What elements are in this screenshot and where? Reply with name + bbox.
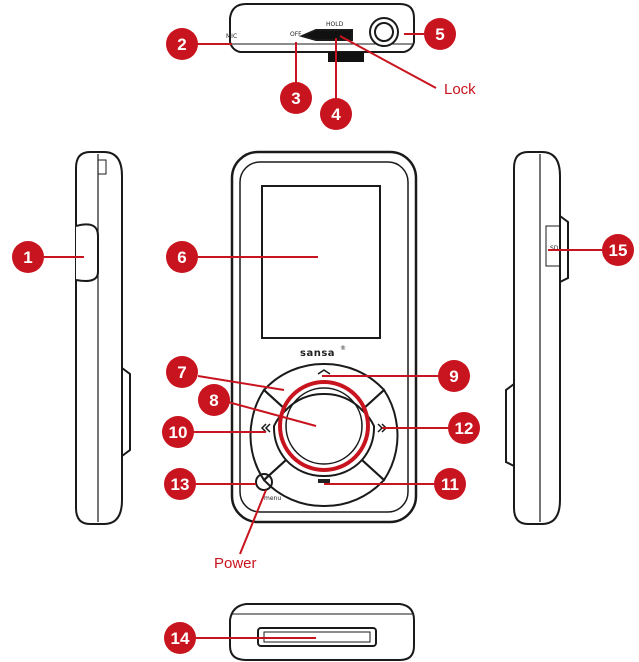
svg-text:3: 3 (291, 89, 300, 108)
menu-button (255, 473, 273, 491)
card-slot-label: SD (550, 245, 559, 252)
brand-mark: ® (340, 345, 346, 352)
marker-7: 7 (166, 356, 198, 388)
svg-text:10: 10 (169, 423, 188, 442)
marker-5: 5 (424, 18, 456, 50)
front-view (230, 150, 418, 524)
marker-8: 8 (198, 384, 230, 416)
right-side-view (505, 151, 569, 525)
svg-text:9: 9 (449, 367, 458, 386)
left-side-view (75, 151, 131, 525)
marker-4: 4 (320, 98, 352, 130)
svg-text:14: 14 (171, 629, 190, 648)
svg-text:8: 8 (209, 391, 218, 410)
mic-label: MIC (226, 33, 237, 40)
marker-3: 3 (280, 82, 312, 114)
svg-text:5: 5 (435, 25, 444, 44)
marker-2: 2 (166, 28, 198, 60)
svg-text:11: 11 (441, 475, 459, 494)
svg-text:12: 12 (455, 419, 474, 438)
leader-lines (44, 33, 602, 639)
svg-text:4: 4 (331, 105, 341, 124)
brand-logo: sansa (300, 348, 335, 359)
lock-callout: Lock (444, 81, 476, 98)
marker-14: 14 (164, 622, 196, 654)
marker-11: 11 (434, 468, 466, 500)
menu-label: menu (264, 495, 281, 502)
marker-10: 10 (162, 416, 194, 448)
svg-text:15: 15 (609, 241, 628, 260)
top-view (229, 3, 415, 62)
svg-text:13: 13 (171, 475, 190, 494)
marker-12: 12 (448, 412, 480, 444)
svg-text:7: 7 (177, 363, 186, 382)
hold-label: HOLD (326, 21, 344, 28)
off-label: OFF (290, 31, 302, 38)
marker-15: 15 (602, 234, 634, 266)
marker-9: 9 (438, 360, 470, 392)
marker-1: 1 (12, 241, 44, 273)
marker-13: 13 (164, 468, 196, 500)
marker-6: 6 (166, 241, 198, 273)
svg-text:2: 2 (177, 35, 186, 54)
bottom-view (229, 603, 415, 661)
power-callout: Power (214, 555, 257, 572)
svg-text:1: 1 (23, 248, 32, 267)
display-screen (261, 185, 381, 339)
svg-text:6: 6 (177, 248, 186, 267)
